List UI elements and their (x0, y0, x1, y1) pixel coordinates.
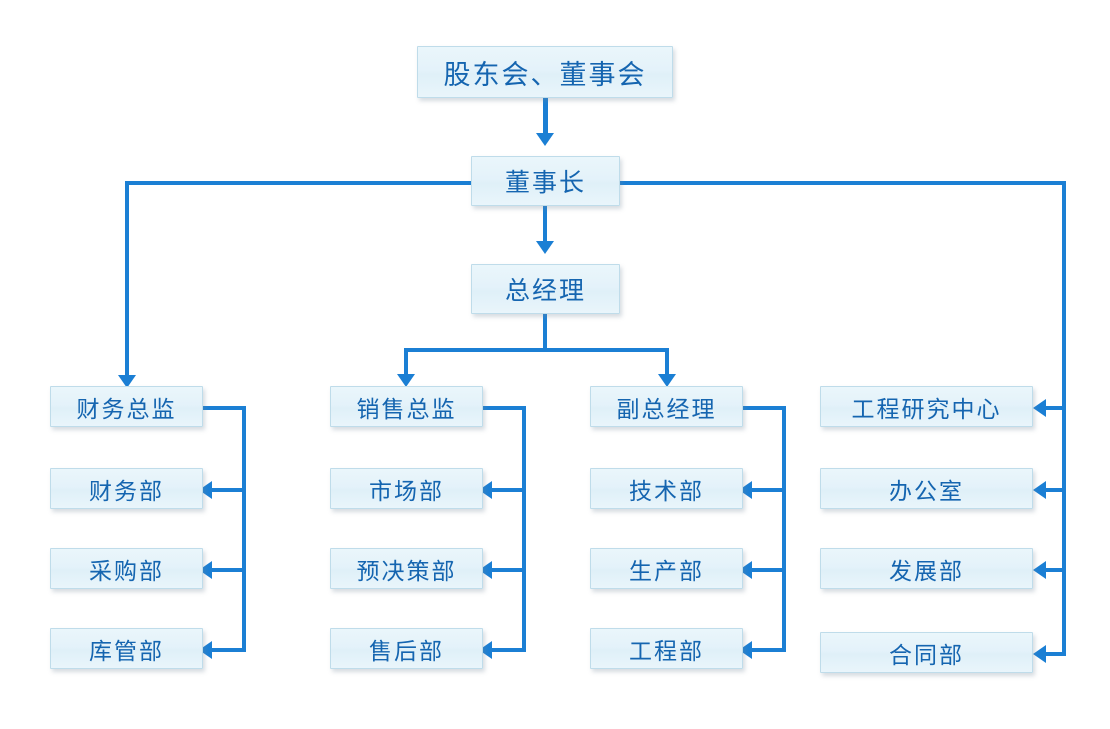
node-office[interactable]: 办公室 (820, 468, 1033, 509)
connector-to-predecision-dept (492, 568, 524, 572)
arrowhead-office (1033, 481, 1046, 499)
connector-to-office (1046, 488, 1066, 492)
node-engineering-dept[interactable]: 工程部 (590, 628, 743, 669)
arrowhead-finance-director (118, 375, 136, 388)
connector-to-warehouse-dept (212, 648, 244, 652)
connector-to-finance-dept (212, 488, 244, 492)
node-warehouse-dept[interactable]: 库管部 (50, 628, 203, 669)
node-procurement-dept[interactable]: 采购部 (50, 548, 203, 589)
connector-to-marketing-dept (492, 488, 524, 492)
connector-gm-stem (543, 314, 547, 350)
arrowhead-engineering-research-center (1033, 399, 1046, 417)
arrowhead-contract-dept (1033, 645, 1046, 663)
arrowhead-general-manager (536, 241, 554, 254)
node-technical-dept[interactable]: 技术部 (590, 468, 743, 509)
connector-finance-director-out (203, 406, 246, 410)
node-predecision-dept[interactable]: 预决策部 (330, 548, 483, 589)
node-finance-dept[interactable]: 财务部 (50, 468, 203, 509)
connector-to-technical-dept (752, 488, 784, 492)
connector-to-engineering-dept (752, 648, 784, 652)
node-production-dept[interactable]: 生产部 (590, 548, 743, 589)
node-aftersales-dept[interactable]: 售后部 (330, 628, 483, 669)
node-deputy-general-manager[interactable]: 副总经理 (590, 386, 743, 427)
node-board[interactable]: 股东会、董事会 (417, 46, 673, 98)
connector-to-contract-dept (1046, 652, 1066, 656)
connector-gm-to-deputy-gm (665, 348, 669, 375)
connector-gm-bus (404, 348, 669, 352)
node-engineering-research-center[interactable]: 工程研究中心 (820, 386, 1033, 427)
node-sales-director[interactable]: 销售总监 (330, 386, 483, 427)
connector-deputy-gm-out (743, 406, 786, 410)
connector-to-production-dept (752, 568, 784, 572)
connector-to-development-dept (1046, 568, 1066, 572)
connector-sales-column-spine (522, 406, 526, 652)
arrowhead-sales-director (397, 374, 415, 387)
node-finance-director[interactable]: 财务总监 (50, 386, 203, 427)
arrowhead-development-dept (1033, 561, 1046, 579)
connector-chairman-to-right-column (1062, 181, 1066, 656)
arrowhead-chairman (536, 133, 554, 146)
connector-board-to-chairman (543, 98, 548, 134)
connector-finance-column-spine (242, 406, 246, 652)
connector-to-aftersales-dept (492, 648, 524, 652)
node-general-manager[interactable]: 总经理 (471, 264, 620, 314)
connector-chairman-spine-left (127, 181, 473, 185)
connector-chairman-spine-right (620, 181, 1066, 185)
node-marketing-dept[interactable]: 市场部 (330, 468, 483, 509)
arrowhead-deputy-gm (658, 374, 676, 387)
connector-to-engineering-research-center (1046, 406, 1066, 410)
node-development-dept[interactable]: 发展部 (820, 548, 1033, 589)
connector-deputy-gm-column-spine (782, 406, 786, 652)
node-contract-dept[interactable]: 合同部 (820, 632, 1033, 673)
connector-to-procurement-dept (212, 568, 244, 572)
node-chairman[interactable]: 董事长 (471, 156, 620, 206)
connector-chairman-to-finance-director (125, 181, 129, 377)
connector-chairman-to-gm (543, 206, 547, 242)
connector-gm-to-sales-director (404, 348, 408, 375)
connector-sales-director-out (483, 406, 526, 410)
